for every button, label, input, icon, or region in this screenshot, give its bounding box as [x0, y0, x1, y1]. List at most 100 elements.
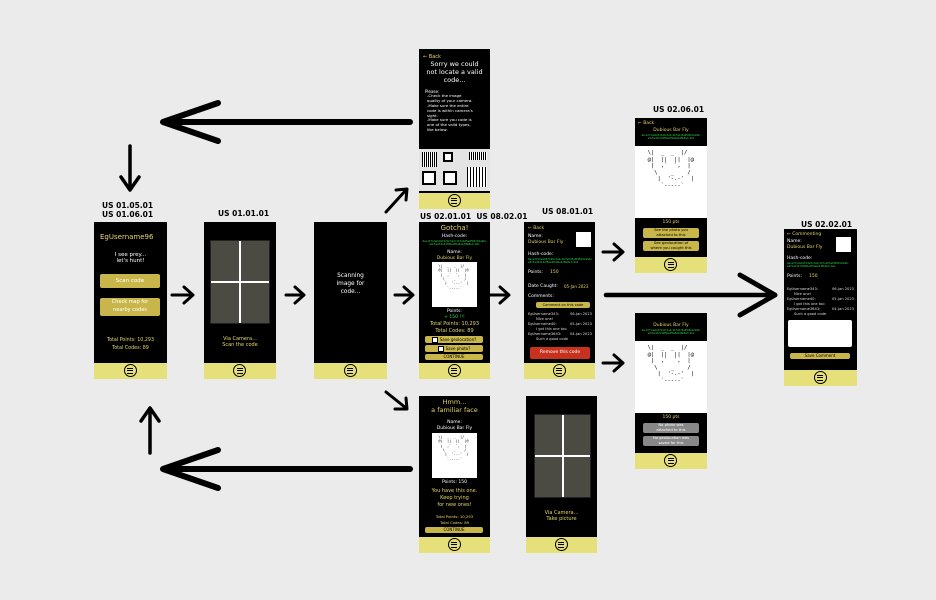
points-label: Points: [528, 270, 544, 275]
label-gotcha: US 02.01.01 US 08.02.01 [420, 212, 528, 221]
comment-date: 04-Jan 2023 [832, 307, 854, 311]
no-geolocation-screen: Dubious Bar Fly 9eca371da1b67420c3a2c1b7… [635, 313, 707, 469]
points-value: 150 pts [662, 415, 680, 420]
label-scan: US 01.01.01 [218, 209, 270, 218]
footer-bar [314, 363, 387, 379]
code-name: Dubious Bar Fly [653, 128, 689, 133]
hash-label: Hash-code: [528, 252, 554, 257]
hash-value: 9eca371da1b67420c3a2c1b7a0d5e6f48102a9bc… [422, 240, 487, 246]
gotcha-total-codes: Total Codes: 89 [435, 328, 474, 334]
label-detail: US 08.01.01 [542, 207, 594, 216]
qr-code-icon [443, 152, 453, 162]
save-geolocation-checkbox[interactable]: Save geolocation? [425, 336, 483, 343]
error-please: Please: [425, 89, 440, 94]
comment-text: I got this one too [794, 302, 825, 306]
menu-icon[interactable] [813, 371, 827, 384]
familiar-face-screen: Hmm... a familiar face Name: Dubious Bar… [419, 396, 490, 553]
menu-icon[interactable] [447, 194, 461, 207]
no-photo-button[interactable]: No photo was attached to this [643, 423, 699, 433]
menu-icon[interactable] [554, 538, 568, 551]
comment-text: I got this one too [536, 327, 567, 331]
back-link[interactable]: ← Back [423, 54, 441, 60]
name-label: Name: [447, 420, 462, 425]
comments-label: Comments: [528, 294, 554, 299]
points-value: 150 pts [662, 220, 680, 225]
monster-image: \| _ _ |/ @| || || |@ | ,` `, | \ _ / | … [635, 146, 707, 218]
comment-user: EgUsername343: [528, 312, 559, 316]
home-username: EgUsername96 [100, 233, 154, 241]
remove-code-button[interactable]: Remove this code [530, 347, 590, 359]
comment-user: EgUsername3643: [787, 307, 821, 311]
code-name: Dubious Bar Fly [436, 256, 473, 261]
no-geolocation-button[interactable]: No geolocation was saved for this [643, 436, 699, 446]
error-title: Sorry we could not locate a valid code..… [426, 60, 483, 84]
comment-date: 05-Jan 2023 [570, 322, 592, 326]
see-geolocation-button[interactable]: See geolocation of where you caught this [643, 241, 699, 251]
see-photo-button[interactable]: See the photo you attached to this [643, 228, 699, 238]
monster-thumbnail [576, 232, 591, 247]
comment-date: 04-Jan 2023 [570, 332, 592, 336]
scanning-text: Scanning image for code... [336, 273, 365, 296]
footer-bar [94, 363, 167, 379]
menu-icon[interactable] [123, 364, 137, 377]
comment-button[interactable]: Comment on this code [536, 302, 590, 308]
check-map-button[interactable]: Check map for nearby codes [100, 298, 160, 316]
scan-code-button[interactable]: Scan code [100, 274, 160, 288]
save-comment-button[interactable]: Save Comment [790, 353, 850, 359]
continue-button[interactable]: CONTINUE [425, 527, 483, 533]
menu-icon[interactable] [552, 364, 566, 377]
menu-icon[interactable] [447, 364, 461, 377]
comment-text: Nice one! [794, 292, 812, 296]
back-link[interactable]: ← Commenting [787, 232, 822, 237]
name-label: Name: [447, 250, 462, 255]
hash-value: 9eca371da1b67420c3a2c1b7a0d5e6f48102a9bc… [641, 134, 701, 140]
code-detail-screen: ← Back Name: Dubious Bar Fly Hash-code: … [524, 222, 595, 379]
checkbox-icon[interactable] [437, 346, 444, 352]
menu-icon[interactable] [447, 538, 461, 551]
error-tips: -Check the image quality of your camera.… [427, 93, 473, 133]
name-label: Name: [787, 239, 802, 244]
camera-viewfinder[interactable] [534, 414, 591, 498]
comment-text: Nice one! [536, 317, 554, 321]
back-link[interactable]: ← Back [528, 226, 545, 231]
geolocation-screen: ← Back Dubious Bar Fly 9eca371da1b67420c… [635, 118, 707, 273]
comment-user: EgUsername40: [787, 297, 816, 301]
code-name: Dubious Bar Fly [653, 323, 689, 328]
comment-input[interactable] [788, 320, 852, 347]
barcode-icon [469, 152, 487, 160]
menu-icon[interactable] [343, 364, 357, 377]
code-name: Dubious Bar Fly [436, 426, 473, 431]
menu-icon[interactable] [233, 364, 246, 377]
footer-bar [526, 537, 597, 553]
monster-image: \| _ _ |/ @| || || |@ | ,` `, | \ _ / | … [635, 341, 707, 413]
home-total-points: Total Points: 10,293 [106, 338, 155, 343]
code-name: Dubious Bar Fly [528, 240, 564, 245]
comment-date: 06-Jan 2023 [832, 287, 854, 291]
date-label: Date Caught: [528, 284, 558, 289]
hash-value: 9eca371da1b67420c3a2c1b7a0d5e6f48102a9bc… [641, 329, 701, 335]
footer-bar [635, 257, 707, 273]
hash-value: 9eca371da1b67420c3a2c1b7a0d5e6f48102a9bc… [787, 262, 849, 268]
label-home: US 01.05.01 US 01.06.01 [102, 201, 154, 219]
arrow-head [160, 100, 221, 144]
points-label: Points: [446, 309, 463, 314]
back-link[interactable]: ← Back [638, 121, 655, 126]
menu-icon[interactable] [664, 258, 677, 271]
hash-label: Hash-code: [441, 234, 468, 239]
familiar-message: You have this one. Keep trying for new o… [431, 488, 478, 508]
comment-user: EgUsername343: [787, 287, 818, 291]
camera-viewfinder[interactable] [210, 240, 270, 324]
menu-icon[interactable] [664, 454, 677, 467]
footer-bar [419, 537, 490, 553]
error-screen: ← Back Sorry we could not locate a valid… [419, 49, 490, 209]
take-picture-screen: Via Camera... Take picture [526, 396, 597, 553]
save-photo-checkbox[interactable]: Save photo? [425, 345, 483, 352]
gotcha-title: Gotcha! [440, 224, 469, 232]
continue-button[interactable]: CONTINUE [425, 354, 483, 360]
footer-bar [419, 193, 490, 209]
qr-code-icon [443, 171, 457, 185]
comment-user: EgUsername3643: [528, 332, 562, 336]
footer-bar [524, 363, 595, 379]
checkbox-icon[interactable] [431, 337, 438, 343]
points-label: Points: [787, 274, 803, 279]
